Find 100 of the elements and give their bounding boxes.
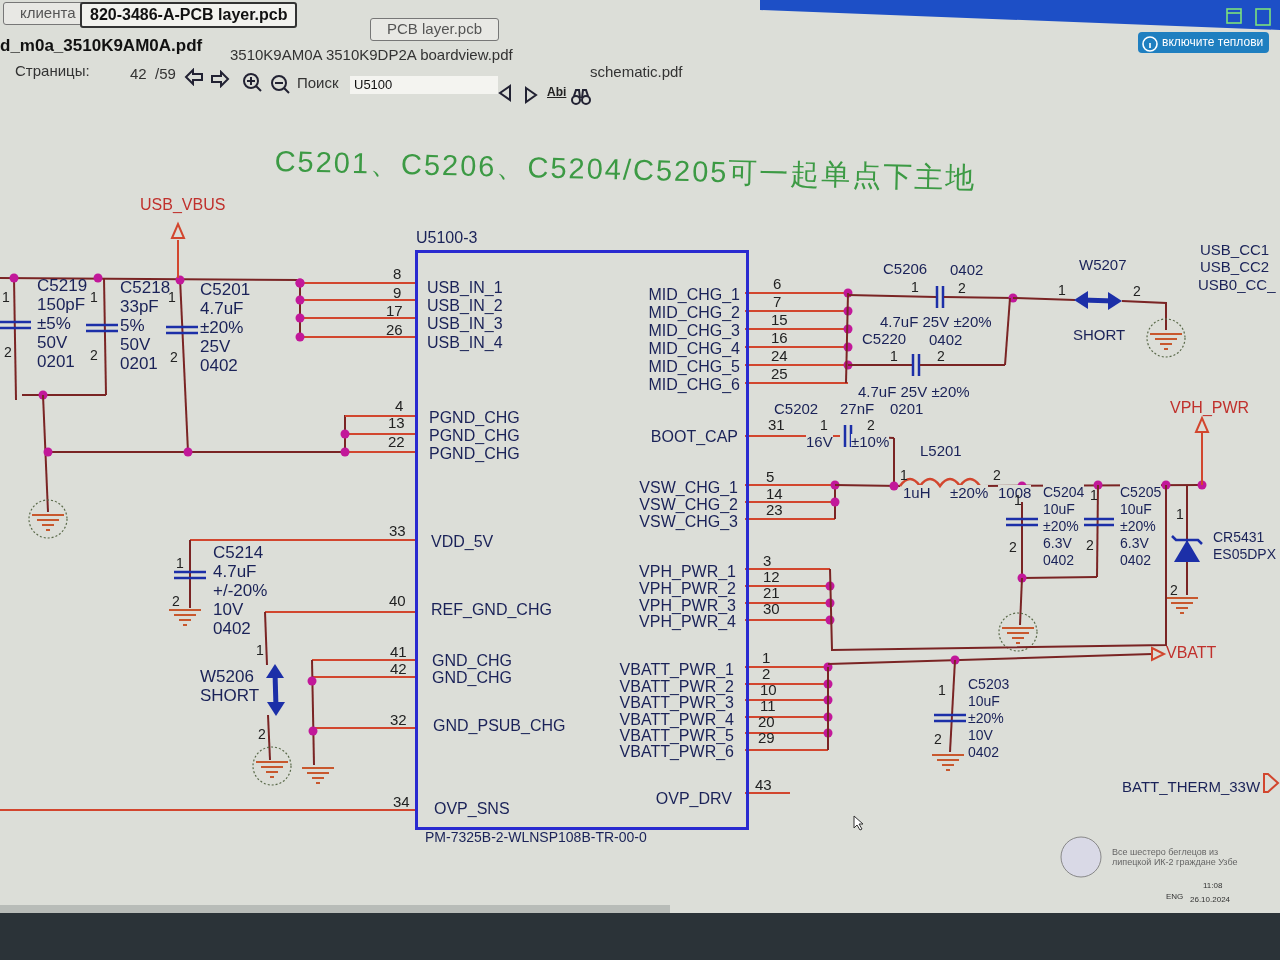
toolbar-text: Поиск: [297, 75, 339, 92]
pin-number: 41: [390, 644, 407, 661]
toolbar-text: schematic.pdf: [590, 64, 683, 81]
pin-number: 2: [170, 350, 178, 366]
notification-text: Все шестеро беглецов из липецкой ИК-2 граждане Узбе: [1112, 848, 1239, 868]
pin-name: VPH_PWR_4: [639, 613, 736, 631]
component-value: USB0_CC_: [1198, 277, 1276, 294]
pin-number: 1: [2, 290, 10, 306]
component-value: BATT_THERM_33W: [1122, 779, 1261, 796]
pin-number: 2: [258, 727, 266, 743]
pin-number: 20: [758, 714, 775, 731]
pin-name: GND_PSUB_CHG: [433, 717, 566, 735]
part-designator: U5100-3: [416, 229, 478, 247]
component-label: C5214 4.7uF +/-20% 10V 0402: [213, 543, 268, 638]
pin-name: VSW_CHG_3: [639, 513, 738, 531]
pin-number: 1: [890, 349, 898, 365]
pin-number: 2: [172, 594, 180, 610]
pin-name: MID_CHG_6: [648, 376, 740, 394]
pin-name: BOOT_CAP: [650, 428, 738, 446]
pin-number: 5: [766, 469, 775, 486]
taskbar-text: ENG: [1166, 893, 1184, 902]
title-note: C5201、C5206、C5204/C5205可一起单点下主地: [274, 146, 977, 196]
pin-name: VSW_CHG_1: [639, 479, 738, 497]
pin-name: GND_CHG: [432, 652, 512, 670]
pin-number: 4: [395, 398, 404, 415]
pin-number: 2: [4, 345, 12, 361]
pin-name: VBATT_PWR_1: [619, 661, 734, 679]
pin-number: 13: [388, 415, 405, 432]
pin-name: VSW_CHG_2: [639, 496, 738, 514]
pin-name: OVP_SNS: [434, 800, 510, 818]
pin-name: PGND_CHG: [429, 445, 520, 463]
pin-name: USB_IN_3: [427, 315, 503, 333]
pin-number: 29: [758, 730, 775, 747]
pin-number: 2: [1009, 540, 1017, 556]
pin-number: 33: [389, 523, 406, 540]
pin-name: USB_IN_4: [427, 334, 503, 352]
component-value: USB_CC1: [1200, 242, 1270, 259]
toolbar-text: 3510K9AM0A 3510K9DP2A boardview.pdf: [230, 47, 513, 64]
pin-number: 2: [934, 732, 942, 748]
pin-name: USB_IN_2: [427, 297, 503, 315]
pin-number: 2: [993, 468, 1001, 484]
pin-name: GND_CHG: [432, 669, 512, 687]
pin-number: 1: [256, 643, 264, 659]
net-label: USB_VBUS: [140, 196, 226, 214]
component-label: W5206 SHORT: [200, 667, 260, 705]
pin-name: REF_GND_CHG: [431, 601, 552, 619]
pin-number: 1: [762, 650, 771, 667]
pin-number: 1: [1090, 488, 1098, 504]
pin-name: VBATT_PWR_3: [619, 694, 734, 712]
notification-banner: включите теплови: [1138, 32, 1270, 54]
pin-name: VBATT_PWR_6: [619, 743, 734, 761]
pin-number: 1: [900, 468, 908, 484]
pin-number: 16: [771, 330, 788, 347]
pin-number: 15: [771, 312, 788, 329]
pin-number: 2: [762, 666, 771, 683]
pin-number: 2: [867, 418, 875, 434]
pin-number: 10: [760, 682, 777, 699]
pin-number: 6: [773, 276, 782, 293]
net-label: VBATT: [1166, 644, 1217, 662]
pin-number: 31: [768, 417, 785, 434]
pin-name: PGND_CHG: [429, 409, 520, 427]
toolbar-icon-text: Abi: [547, 86, 567, 100]
pin-name: VBATT_PWR_5: [619, 727, 734, 745]
search-field: U5100: [350, 76, 498, 95]
taskbar-text: 11:08: [1203, 882, 1223, 891]
pin-number: 26: [386, 322, 403, 339]
pin-name: OVP_DRV: [655, 790, 732, 808]
pin-number: 2: [937, 349, 945, 365]
pin-name: VBATT_PWR_2: [619, 678, 734, 696]
pin-number: 1: [176, 556, 184, 572]
pin-number: 40: [389, 593, 406, 610]
pin-number: 22: [388, 434, 405, 451]
taskbar-text: 26.10.2024: [1190, 896, 1231, 905]
pin-number: 25: [771, 366, 788, 383]
pin-number: 17: [386, 303, 403, 320]
pin-name: MID_CHG_2: [648, 304, 740, 322]
pin-number: 1: [90, 290, 98, 306]
pin-name: VDD_5V: [431, 533, 494, 551]
part-number: PM-7325B-2-WLNSP108B-TR-00-0: [425, 830, 647, 846]
pin-number: 11: [760, 698, 776, 715]
pin-number: 7: [773, 294, 782, 311]
toolbar-text: /59: [155, 66, 176, 83]
pin-name: USB_IN_1: [427, 279, 503, 297]
pin-number: 32: [390, 712, 407, 729]
pin-number: 2: [1133, 284, 1141, 300]
pin-number: 1: [820, 418, 828, 434]
component-value: USB_CC2: [1200, 259, 1270, 276]
pin-number: 21: [763, 585, 780, 602]
pin-name: MID_CHG_4: [648, 340, 740, 358]
pin-number: 42: [390, 661, 407, 678]
pin-number: 43: [755, 777, 772, 794]
pin-name: VPH_PWR_2: [639, 580, 736, 598]
pin-name: MID_CHG_1: [648, 286, 740, 304]
file-tab: PCB layer.pcb: [370, 18, 500, 41]
pin-name: VPH_PWR_3: [639, 597, 736, 615]
pin-number: 12: [763, 569, 780, 586]
pin-number: 1: [938, 683, 946, 699]
component-label: C5201 4.7uF ±20% 25V 0402: [200, 280, 251, 375]
pin-number: 34: [393, 794, 410, 811]
pin-number: 1: [1176, 507, 1184, 523]
